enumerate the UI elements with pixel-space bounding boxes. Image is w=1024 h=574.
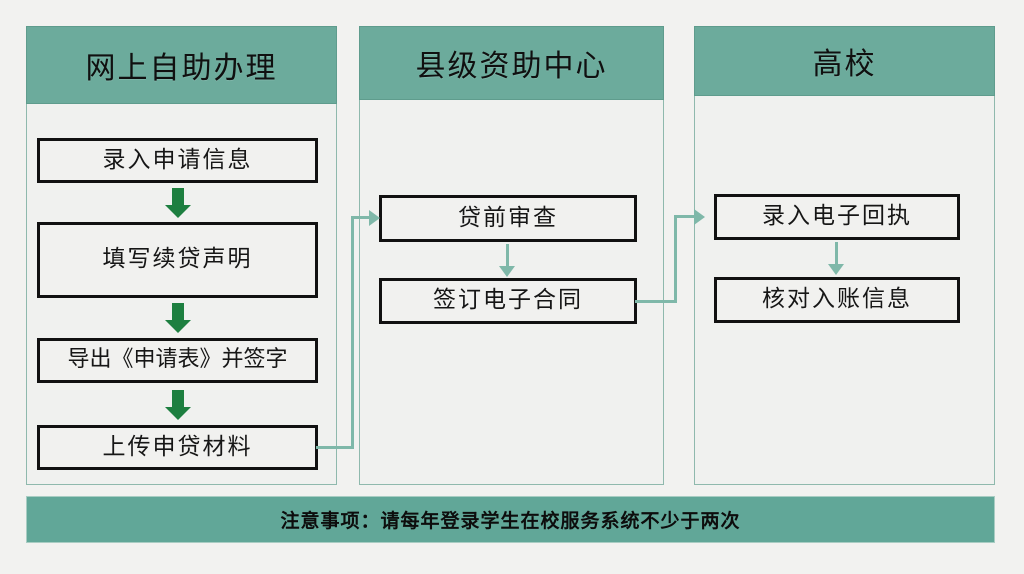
lane-header-online-self-service: 网上自助办理: [26, 26, 337, 104]
process-box-upload-loan-materials[interactable]: 上传申贷材料: [37, 425, 318, 470]
connector-1-to-2-segment-right: [316, 446, 354, 449]
process-box-export-form-and-sign[interactable]: 导出《申请表》并签字: [37, 338, 318, 383]
flow-arrow-3-down: [165, 390, 191, 420]
connector-receipt-to-verify-line: [835, 242, 838, 266]
process-box-enter-electronic-receipt[interactable]: 录入电子回执: [714, 194, 960, 240]
connector-1-to-2-arrowhead: [369, 210, 380, 226]
lane-university: 高校: [694, 26, 995, 485]
footer-note-text: 注意事项：请每年登录学生在校服务系统不少于两次: [280, 510, 741, 532]
flow-arrow-2-down: [165, 303, 191, 333]
footer-note-bar: 注意事项：请每年登录学生在校服务系统不少于两次: [26, 496, 995, 543]
connector-1-to-2-segment-into-box: [351, 216, 371, 219]
connector-2-to-3-arrowhead: [694, 209, 705, 225]
connector-pre-loan-to-contract-arrowhead: [499, 266, 515, 277]
process-box-verify-credit-info[interactable]: 核对入账信息: [714, 277, 960, 323]
flow-arrow-1-down: [165, 188, 191, 218]
lane-county-aid-center: 县级资助中心: [359, 26, 664, 485]
connector-2-to-3-segment-right: [635, 300, 677, 303]
connector-1-to-2-segment-up: [351, 216, 354, 448]
process-box-pre-loan-review[interactable]: 贷前审查: [379, 195, 637, 242]
connector-2-to-3-segment-up: [674, 215, 677, 303]
process-box-enter-application-info[interactable]: 录入申请信息: [37, 138, 318, 183]
lane-header-county-aid-center: 县级资助中心: [359, 26, 664, 100]
connector-2-to-3-segment-into-box: [674, 215, 696, 218]
connector-pre-loan-to-contract-line: [506, 244, 509, 268]
connector-receipt-to-verify-arrowhead: [828, 264, 844, 275]
process-box-fill-renewal-statement[interactable]: 填写续贷声明: [37, 222, 318, 298]
lane-header-university: 高校: [694, 26, 995, 96]
process-box-sign-electronic-contract[interactable]: 签订电子合同: [379, 278, 637, 324]
